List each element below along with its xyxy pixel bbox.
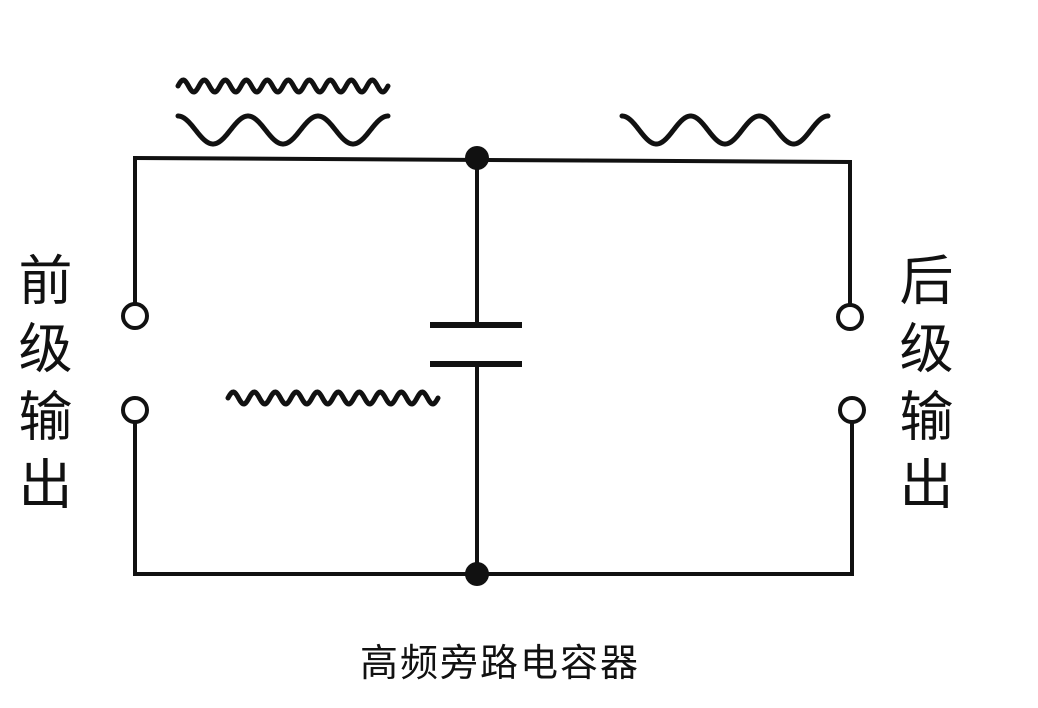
right-side-label: 后级输出	[890, 252, 953, 524]
high-frequency-wave-bypassed	[225, 389, 441, 407]
left-side-label: 前级输出	[9, 252, 72, 524]
bottom-junction-node	[465, 562, 489, 586]
top-junction-node	[465, 146, 489, 170]
low-frequency-wave-input	[175, 113, 391, 147]
input-terminal-bottom	[121, 396, 149, 424]
output-terminal-bottom	[838, 396, 866, 424]
diagram-caption: 高频旁路电容器	[359, 641, 640, 685]
low-frequency-wave-output	[619, 113, 831, 147]
high-frequency-wave-input	[175, 77, 391, 95]
output-terminal-top	[836, 303, 864, 331]
input-terminal-top	[121, 302, 149, 330]
top-wire	[132, 155, 853, 165]
